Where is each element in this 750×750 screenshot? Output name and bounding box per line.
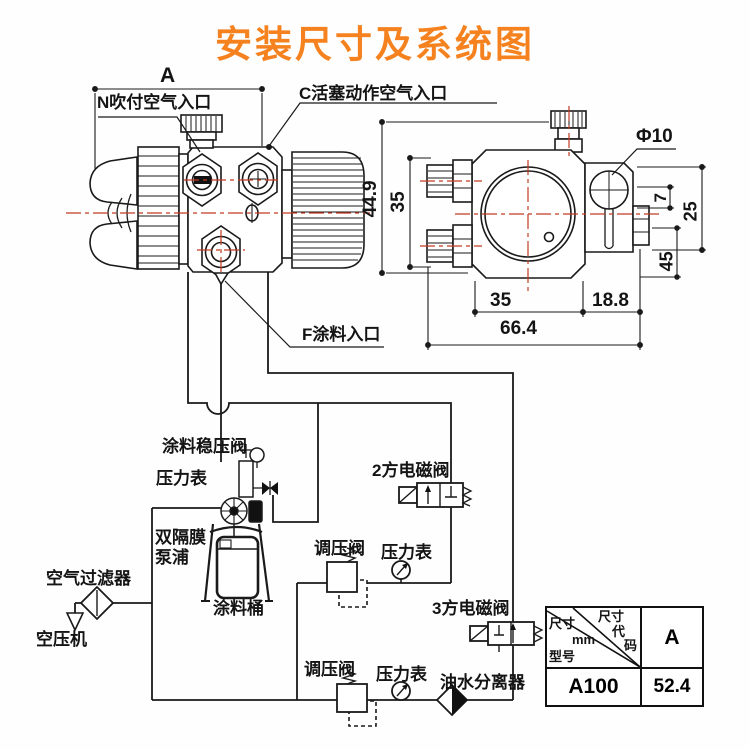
spec-a-value: 52.4 [653, 676, 691, 697]
diaphragm-pump-art [220, 444, 278, 536]
paint-bucket-art [201, 523, 273, 602]
label-gauge-pump: 压力表 [156, 469, 207, 488]
diag-size-label: 尺寸 [549, 616, 576, 631]
gun-front-view [426, 110, 650, 279]
label-valve-3way: 3方电磁阀 [432, 599, 510, 618]
diag-unit-label: mm [572, 632, 596, 647]
label-paint-regulator: 涂料稳压阀 [162, 437, 247, 456]
label-hole-phi10: Φ10 [636, 126, 673, 147]
label-dim-449: 44.9 [360, 180, 382, 218]
label-dim-35b: 35 [490, 290, 512, 311]
label-gauge-bottom: 压力表 [376, 665, 427, 684]
leader-lines [98, 102, 676, 348]
solenoid-valve-3way-icon [469, 621, 544, 652]
label-dim-664: 66.4 [500, 318, 537, 339]
label-valve-2way: 2方电磁阀 [372, 461, 450, 480]
spec-model-value: A100 [547, 669, 642, 705]
spec-table-header: 尺寸 mm 尺寸 代 码 型号 A [547, 608, 702, 669]
label-port-c: C活塞动作空气入口 [299, 84, 448, 103]
gun-side-view [89, 114, 365, 286]
spec-table-diagonal-cell: 尺寸 mm 尺寸 代 码 型号 [547, 608, 642, 667]
page-title: 安装尺寸及系统图 [215, 24, 535, 65]
label-dim-a: A [160, 64, 176, 87]
label-dim-188: 18.8 [592, 290, 629, 311]
centerlines [66, 106, 662, 292]
air-filter-icon [79, 585, 115, 621]
spec-col-header-a: A [664, 625, 680, 649]
label-regulator-mid: 调压阀 [314, 539, 365, 558]
label-air-filter: 空气过滤器 [46, 569, 131, 588]
dimension-lines [92, 86, 706, 350]
oil-water-separator-icon [435, 683, 469, 717]
diag-code-label-2: 代 [612, 624, 626, 639]
label-dim-35v: 35 [388, 191, 410, 213]
label-port-f: F涂料入口 [302, 325, 381, 344]
diag-code-label-3: 码 [624, 638, 638, 653]
spec-table-row: A100 52.4 [547, 669, 702, 705]
diagonal-lines [547, 608, 640, 667]
compressor-arrow-icon [65, 612, 85, 632]
label-dim-7: 7 [651, 193, 671, 203]
label-bucket: 涂料桶 [213, 599, 264, 618]
label-port-n: N吹付空气入口 [97, 93, 212, 112]
label-dim-25: 25 [680, 201, 701, 222]
regulator-mid-icon [326, 547, 368, 608]
label-dim-45: 45 [656, 251, 677, 272]
gauge-mid-icon [391, 560, 411, 583]
label-compressor: 空压机 [36, 630, 87, 649]
label-gauge-mid: 压力表 [381, 543, 432, 562]
label-separator: 油水分离器 [440, 673, 525, 692]
solenoid-valve-2way-icon [398, 482, 473, 508]
spec-table: 尺寸 mm 尺寸 代 码 型号 A A100 52.4 [545, 606, 704, 707]
label-regulator-bottom: 调压阀 [304, 660, 355, 679]
diag-model-label: 型号 [549, 649, 576, 664]
label-pump: 双隔膜泵浦 [155, 528, 206, 567]
gauge-bottom-icon [391, 681, 411, 701]
diag-code-label-1: 尺寸 [598, 609, 625, 624]
regulator-bottom-icon [336, 670, 377, 727]
